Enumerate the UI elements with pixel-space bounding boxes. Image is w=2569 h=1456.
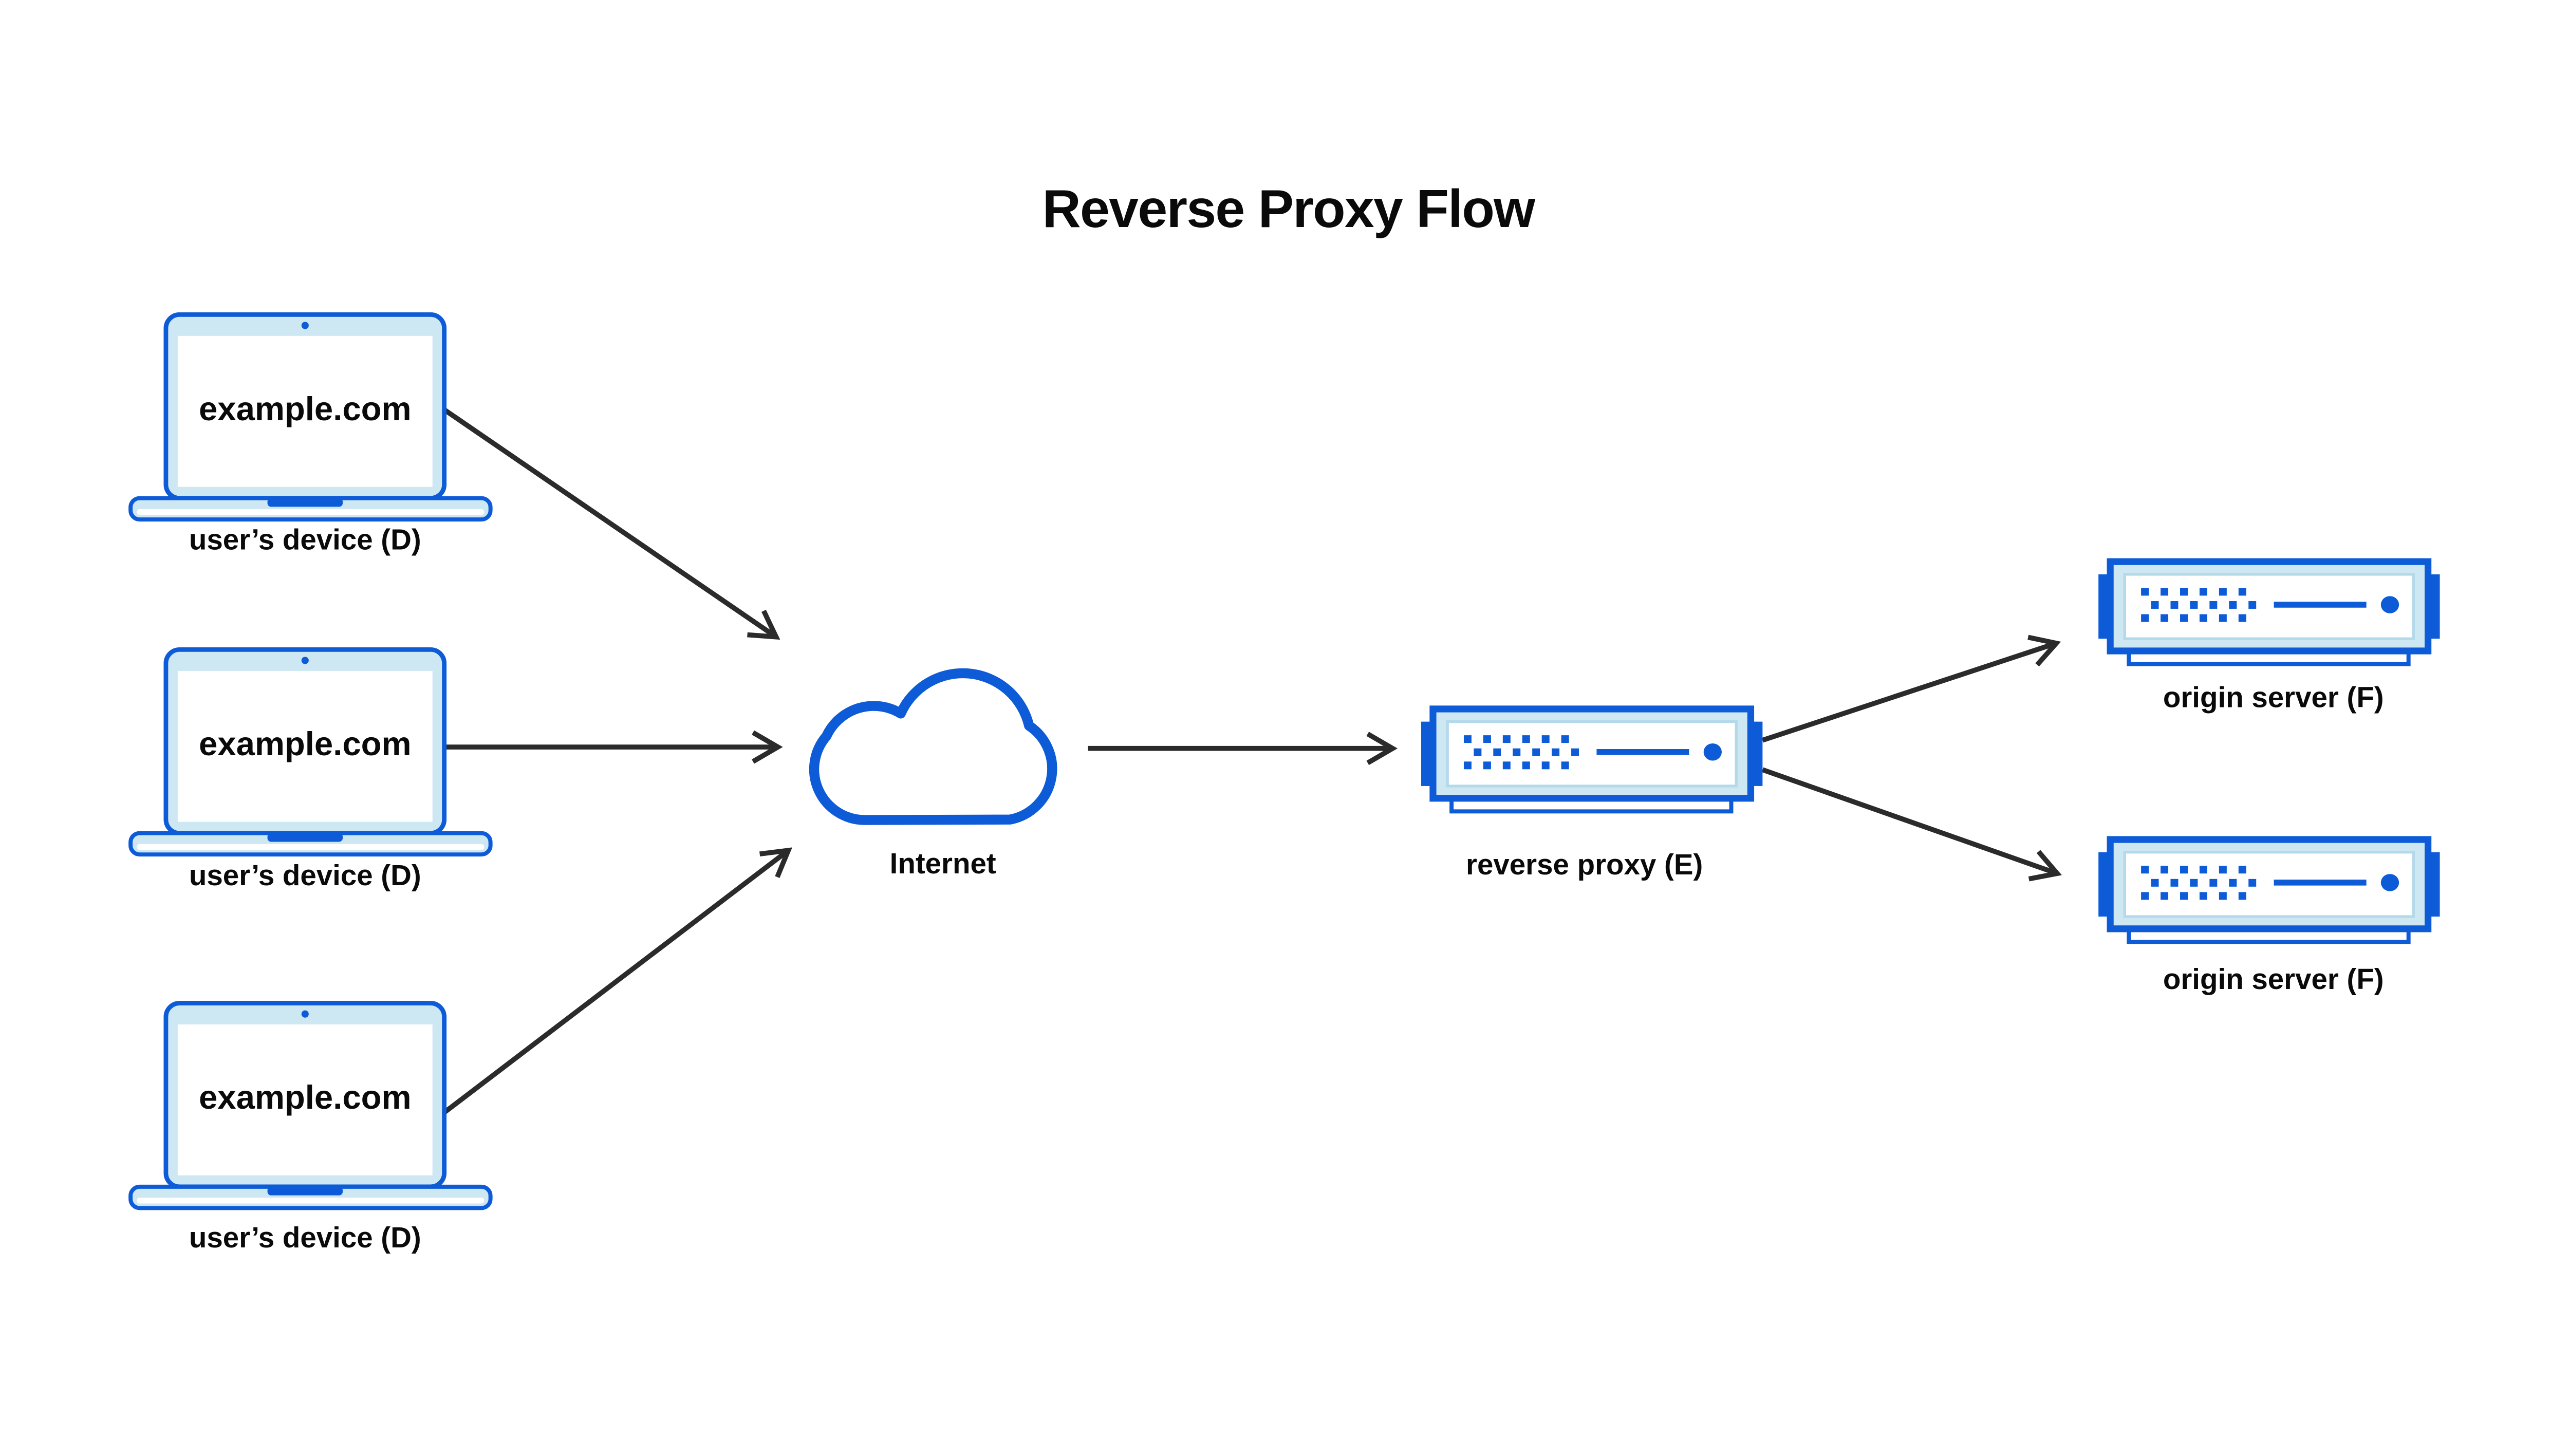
- arrow-proxy-to-origin2: [1761, 767, 2062, 882]
- server-icon: [2098, 839, 2440, 942]
- node-origin-server-2: origin server (F): [2098, 839, 2440, 995]
- device1-screen-text: example.com: [199, 390, 412, 427]
- node-user-device-2: example.com user’s device (D): [131, 649, 491, 891]
- arrow-device3-to-internet: [442, 847, 792, 1115]
- node-user-device-1: example.com user’s device (D): [131, 314, 491, 555]
- device2-label: user’s device (D): [189, 859, 421, 891]
- arrow-device1-to-internet: [441, 406, 780, 640]
- node-user-device-3: example.com user’s device (D): [131, 1003, 491, 1254]
- node-reverse-proxy: reverse proxy (E): [1421, 709, 1762, 881]
- flow-arrows: [441, 406, 2062, 1115]
- node-origin-server-1: origin server (F): [2098, 562, 2440, 713]
- cloud-icon: [809, 668, 1057, 825]
- device2-screen-text: example.com: [199, 725, 412, 762]
- arrow-proxy-to-origin1: [1761, 634, 2061, 743]
- origin1-label: origin server (F): [2163, 681, 2384, 713]
- proxy-label: reverse proxy (E): [1466, 848, 1703, 881]
- device3-label: user’s device (D): [189, 1221, 421, 1254]
- origin2-label: origin server (F): [2163, 963, 2384, 995]
- server-icon: [1421, 709, 1762, 811]
- device1-label: user’s device (D): [189, 523, 421, 555]
- internet-label: Internet: [890, 847, 996, 880]
- server-icon: [2098, 562, 2440, 664]
- node-internet: Internet: [809, 668, 1057, 880]
- diagram-title: Reverse Proxy Flow: [1043, 179, 1536, 239]
- device3-screen-text: example.com: [199, 1078, 412, 1116]
